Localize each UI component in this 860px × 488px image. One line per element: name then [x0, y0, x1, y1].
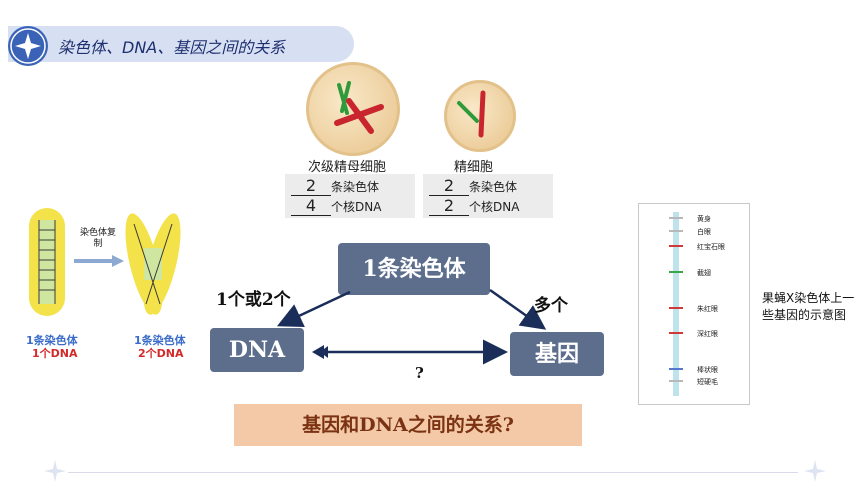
secondary-spermatocyte-caption: 次级精母细胞 [308, 160, 387, 175]
gene-label: 红宝石眼 [697, 243, 725, 251]
gene-label: 截翅 [697, 269, 711, 277]
dna-count-blank: 4 [291, 197, 331, 216]
gene-label: 朱红眼 [697, 305, 718, 313]
page-title: 染色体、DNA、基因之间的关系 [58, 38, 286, 57]
replication-label: 染色体复制 [79, 228, 116, 249]
gene-label: 白眼 [697, 228, 711, 236]
dna-count-blank: 2 [429, 197, 469, 216]
chromosome-count-text: 条染色体 [469, 180, 518, 194]
single-chromosome-label: 1条染色体 [26, 334, 78, 347]
sperm-cell-caption: 精细胞 [454, 160, 494, 175]
sperm-cell-image [444, 80, 516, 152]
chromosome-box: 1条染色体 [338, 243, 490, 295]
gene-label: 短硬毛 [697, 378, 718, 386]
replicated-chromosome-label: 1条染色体 [134, 334, 186, 347]
dna-count-text: 个核DNA [331, 200, 382, 214]
gene-count-label: 多个 [534, 296, 568, 316]
gene-box: 基因 [510, 332, 604, 376]
chromosome-count-text: 条染色体 [331, 180, 380, 194]
replicated-dna-label: 2个DNA [138, 347, 184, 360]
gene-label: 棒状眼 [697, 366, 718, 374]
header-banner [8, 26, 354, 62]
replication-arrow-icon [74, 252, 124, 271]
gene-label: 黄身 [697, 215, 711, 223]
fly-chart-note: 果蝇X染色体上一些基因的示意图 [762, 291, 855, 322]
secondary-spermatocyte-image [306, 62, 400, 156]
unknown-relation-label: ? [415, 364, 424, 382]
sparkle-icon [804, 460, 826, 486]
dna-count-text: 个核DNA [469, 200, 520, 214]
dna-count-label: 1个或2个 [216, 290, 291, 310]
question-banner: 基因和DNA之间的关系? [234, 404, 582, 446]
footer-divider [68, 472, 798, 473]
single-chromatid-image [24, 206, 70, 318]
sparkle-icon [44, 460, 66, 486]
star-badge-icon [8, 26, 48, 66]
fly-chromosome-panel: 黄身 白眼 红宝石眼 截翅 朱红眼 深红眼 棒状眼 短硬毛 [638, 203, 750, 405]
chromosome-count-blank: 2 [429, 177, 469, 196]
chromosome-count-blank: 2 [291, 177, 331, 196]
gene-label: 深红眼 [697, 330, 718, 338]
single-dna-label: 1个DNA [32, 347, 78, 360]
replicated-chromosome-image [120, 212, 186, 316]
dna-box: DNA [210, 328, 304, 372]
